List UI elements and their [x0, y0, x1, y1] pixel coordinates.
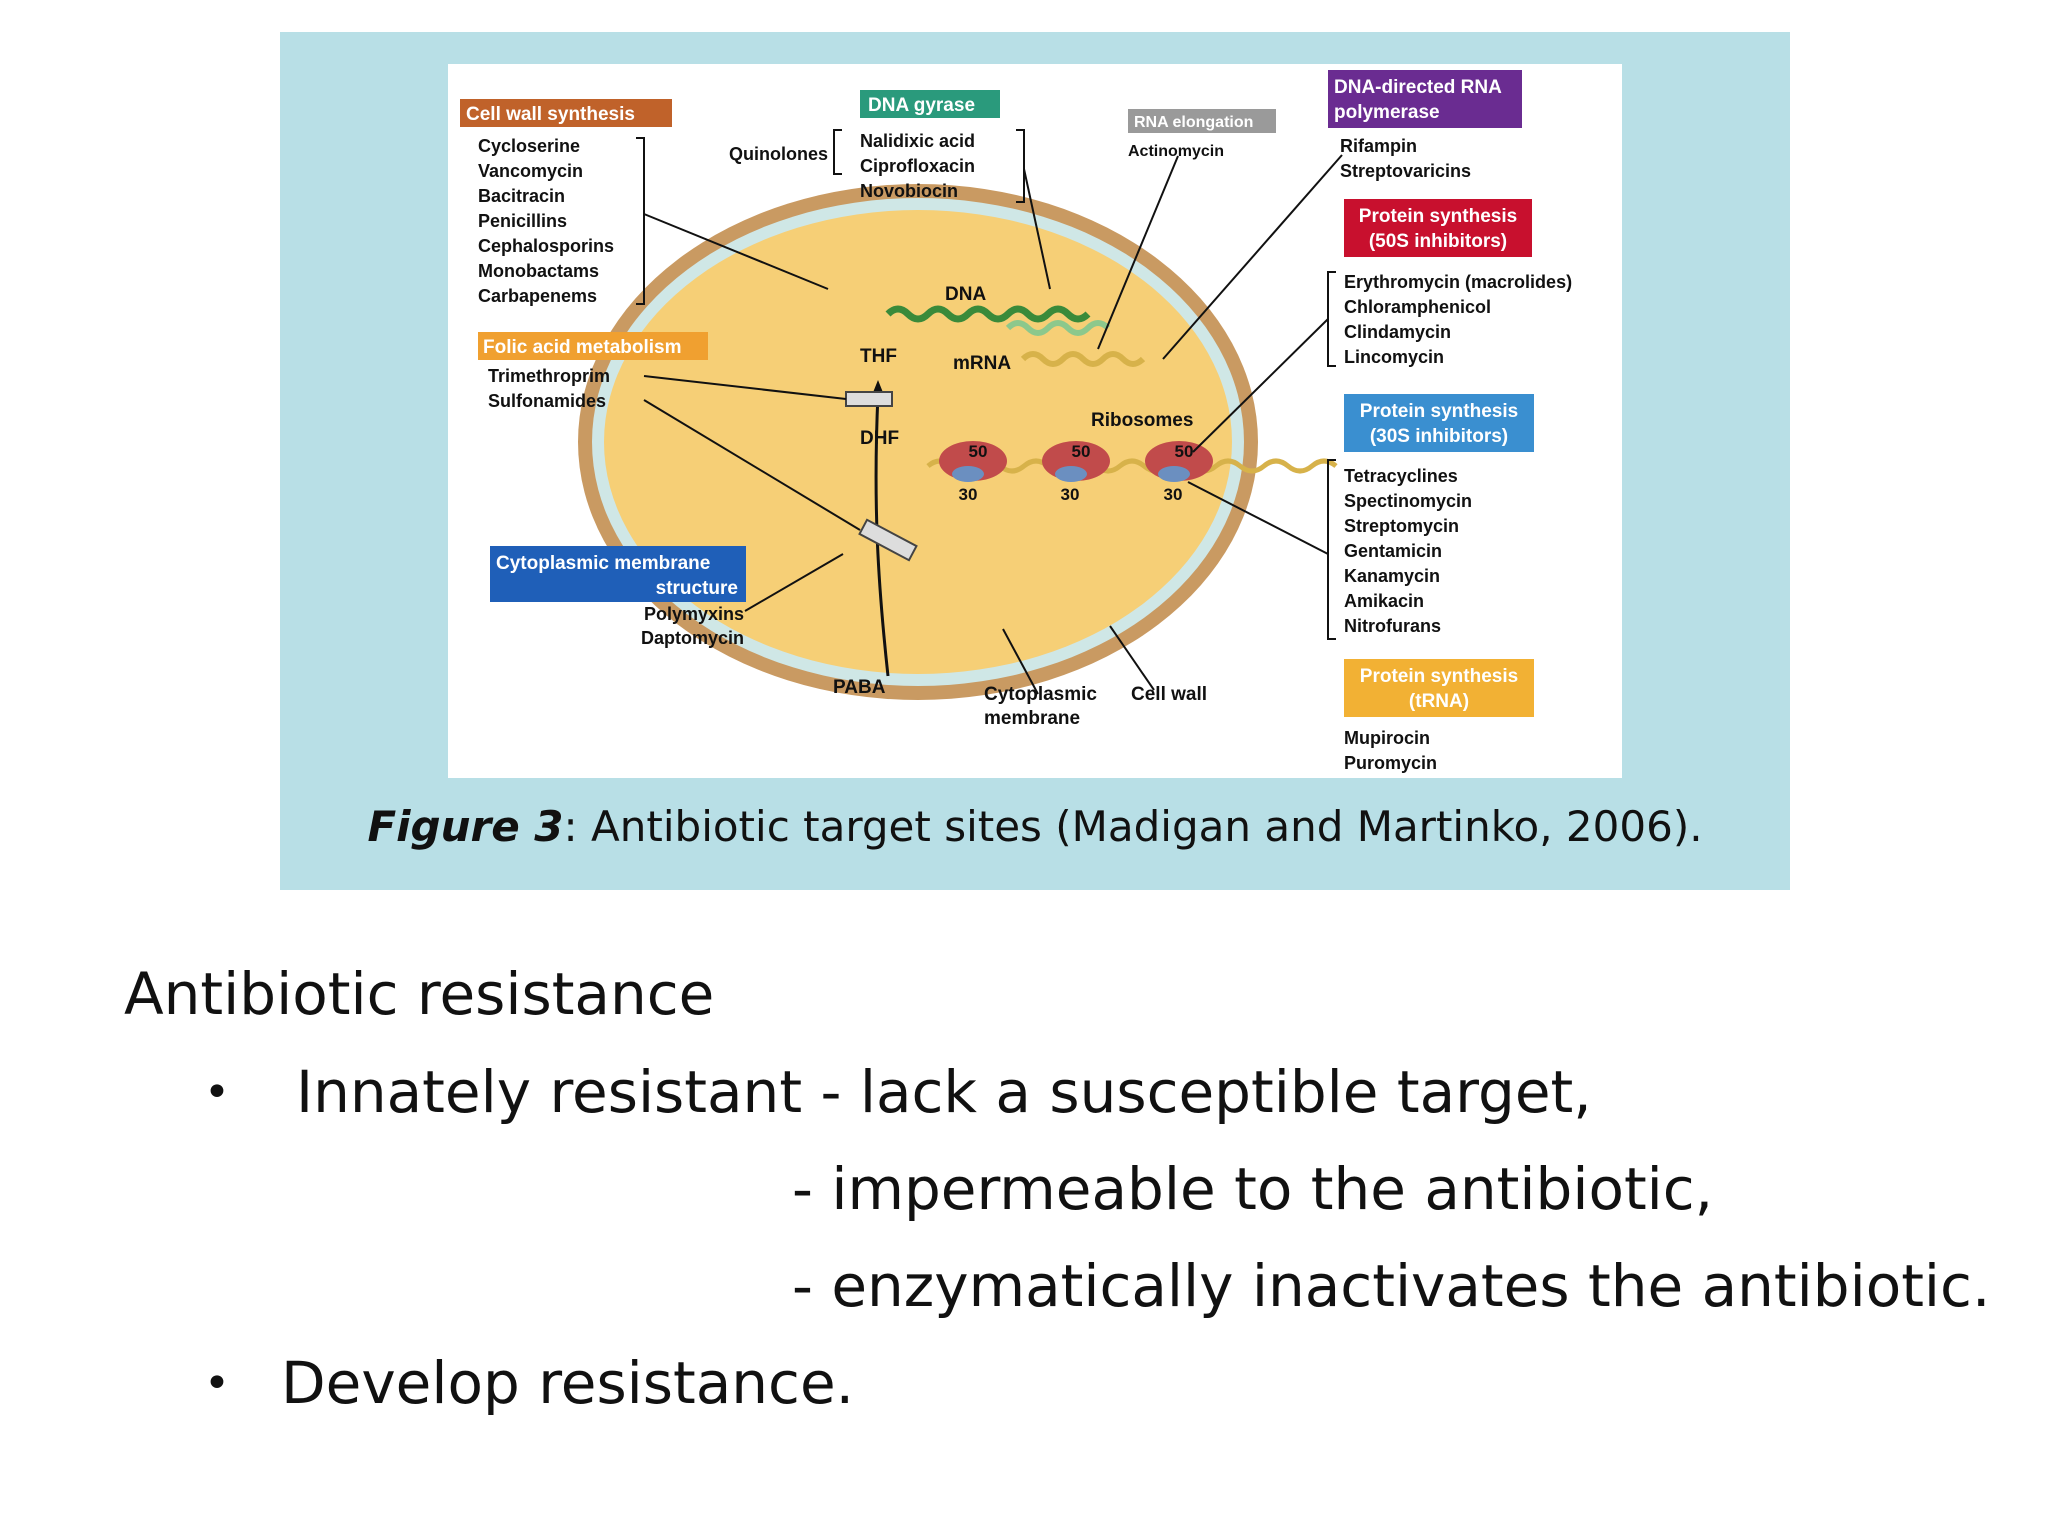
- folic-acid-header-bg: [478, 332, 708, 360]
- cytoplasmic-membrane-label-2: membrane: [984, 708, 1080, 729]
- protein-trna-drug: Mupirocin: [1344, 728, 1430, 748]
- leader-lines: [636, 129, 1343, 695]
- protein-trna-header: Protein synthesis: [1360, 666, 1518, 687]
- antibiotic-target-diagram: 50 50 50 30 30 30 DNA mRNA THF DHF Ribos…: [448, 64, 1622, 778]
- protein-50s-drug: Clindamycin: [1344, 322, 1451, 342]
- protein-50s-drug: Lincomycin: [1344, 347, 1444, 367]
- protein-trna-header-bg: [1344, 659, 1534, 717]
- dna-polymerase-header-bg: [1328, 70, 1522, 128]
- cytoplasmic-membrane-header-2: structure: [656, 578, 738, 599]
- dna-strand-2: [1005, 320, 1111, 336]
- folic-acid-drug: Trimethroprim: [488, 366, 610, 386]
- dna-gyrase-drug: Ciprofloxacin: [860, 156, 975, 176]
- sulfonamide-block: [858, 518, 918, 562]
- ribosome-2: [1042, 441, 1110, 482]
- rna-elongation-header: RNA elongation: [1134, 114, 1253, 131]
- protein-30s-header: Protein synthesis: [1360, 401, 1518, 422]
- cell-wall-drug: Carbapenems: [478, 286, 597, 306]
- protein-30s-drug: Streptomycin: [1344, 516, 1459, 536]
- cell-wall-drug: Cycloserine: [478, 136, 580, 156]
- protein-50s-drug: Chloramphenicol: [1344, 297, 1491, 317]
- protein-50s-header-2: (50S inhibitors): [1369, 231, 1507, 252]
- protein-50s-drug: Erythromycin (macrolides): [1344, 272, 1572, 292]
- dna-polymerase-drug: Streptovaricins: [1340, 161, 1471, 181]
- bullet-icon: •: [204, 1067, 230, 1118]
- bullet-1-text: Innately resistant - lack a susceptible …: [296, 1058, 1592, 1126]
- protein-trna-header-2: (tRNA): [1409, 691, 1469, 712]
- dhf-label: DHF: [860, 428, 899, 449]
- ribosome-50-label: 50: [969, 442, 988, 461]
- cell-wall-drug: Penicillins: [478, 211, 567, 231]
- cell-wall-label: Cell wall: [1131, 684, 1207, 705]
- dna-gyrase-header-bg: [860, 90, 1000, 118]
- ribosome-50-label: 50: [1175, 442, 1194, 461]
- ribosome-50-label: 50: [1072, 442, 1091, 461]
- dna-polymerase-header: DNA-directed RNA: [1334, 77, 1502, 98]
- ribosome-30-label: 30: [1061, 485, 1080, 504]
- figure-panel: 50 50 50 30 30 30 DNA mRNA THF DHF Ribos…: [280, 32, 1790, 890]
- bullet-1-line-2: - impermeable to the antibiotic,: [792, 1155, 1714, 1223]
- rna-elongation-drug: Actinomycin: [1128, 143, 1224, 160]
- protein-30s-drug: Kanamycin: [1344, 566, 1440, 586]
- bullet-1-line-3: - enzymatically inactivates the antibiot…: [792, 1252, 1991, 1320]
- dna-strand: [885, 305, 1091, 323]
- bullet-icon: •: [204, 1358, 230, 1409]
- cytoplasmic-membrane-drug: Polymyxins: [644, 604, 744, 624]
- paba-label: PABA: [833, 677, 886, 698]
- thf-label: THF: [860, 346, 897, 367]
- cell-wall-drug: Vancomycin: [478, 161, 583, 181]
- figure-caption: Figure 3: Antibiotic target sites (Madig…: [280, 802, 1790, 851]
- protein-50s-header-bg: [1344, 199, 1532, 257]
- cytoplasmic-membrane-header: Cytoplasmic membrane: [496, 553, 710, 574]
- dna-polymerase-drug: Rifampin: [1340, 136, 1417, 156]
- protein-30s-drug: Amikacin: [1344, 591, 1424, 611]
- ribosome-1: [939, 441, 1007, 482]
- quinolones-label: Quinolones: [729, 144, 828, 164]
- protein-50s-header: Protein synthesis: [1359, 206, 1517, 227]
- dna-gyrase-drug: Novobiocin: [860, 181, 958, 201]
- protein-30s-drug: Nitrofurans: [1344, 616, 1441, 636]
- mrna-strand: [1020, 351, 1146, 367]
- protein-30s-header-bg: [1344, 394, 1534, 452]
- cytoplasmic-membrane-drug: Daptomycin: [641, 628, 744, 648]
- cell-wall-synthesis-header: Cell wall synthesis: [466, 104, 635, 125]
- rna-elongation-header-bg: [1128, 109, 1276, 133]
- protein-trna-drug: Puromycin: [1344, 753, 1437, 773]
- cytoplasmic-membrane-label: Cytoplasmic: [984, 684, 1097, 705]
- protein-30s-drug: Spectinomycin: [1344, 491, 1472, 511]
- ribosome-3: [1145, 441, 1213, 482]
- folic-acid-header: Folic acid metabolism: [483, 337, 682, 358]
- dna-polymerase-header-2: polymerase: [1334, 102, 1440, 123]
- dna-gyrase-drug: Nalidixic acid: [860, 131, 975, 151]
- protein-30s-drug: Tetracyclines: [1344, 466, 1458, 486]
- ribosome-30-label: 30: [959, 485, 978, 504]
- dna-label: DNA: [945, 284, 986, 305]
- protein-30s-drug: Gentamicin: [1344, 541, 1442, 561]
- figure-label: Figure 3: [367, 802, 564, 851]
- cell-wall-synthesis-header-bg: [460, 99, 672, 127]
- protein-30s-header-2: (30S inhibitors): [1370, 426, 1508, 447]
- cell-wall-drug: Bacitracin: [478, 186, 565, 206]
- mrna-label: mRNA: [953, 353, 1011, 374]
- bullet-2-text: Develop resistance.: [281, 1349, 855, 1417]
- cell-wall-drug: Monobactams: [478, 261, 599, 281]
- ribosome-30-label: 30: [1164, 485, 1183, 504]
- cytoplasmic-membrane-header-bg: [490, 546, 746, 602]
- cytoplasm: [604, 210, 1232, 674]
- trimethoprim-block: [845, 391, 893, 407]
- cell-wall-drug: Cephalosporins: [478, 236, 614, 256]
- slide-heading: Antibiotic resistance: [124, 960, 715, 1028]
- folic-acid-drug: Sulfonamides: [488, 391, 606, 411]
- caption-text: : Antibiotic target sites (Madigan and M…: [563, 802, 1703, 851]
- dna-gyrase-header: DNA gyrase: [868, 95, 975, 116]
- ribosomes-label: Ribosomes: [1091, 410, 1193, 431]
